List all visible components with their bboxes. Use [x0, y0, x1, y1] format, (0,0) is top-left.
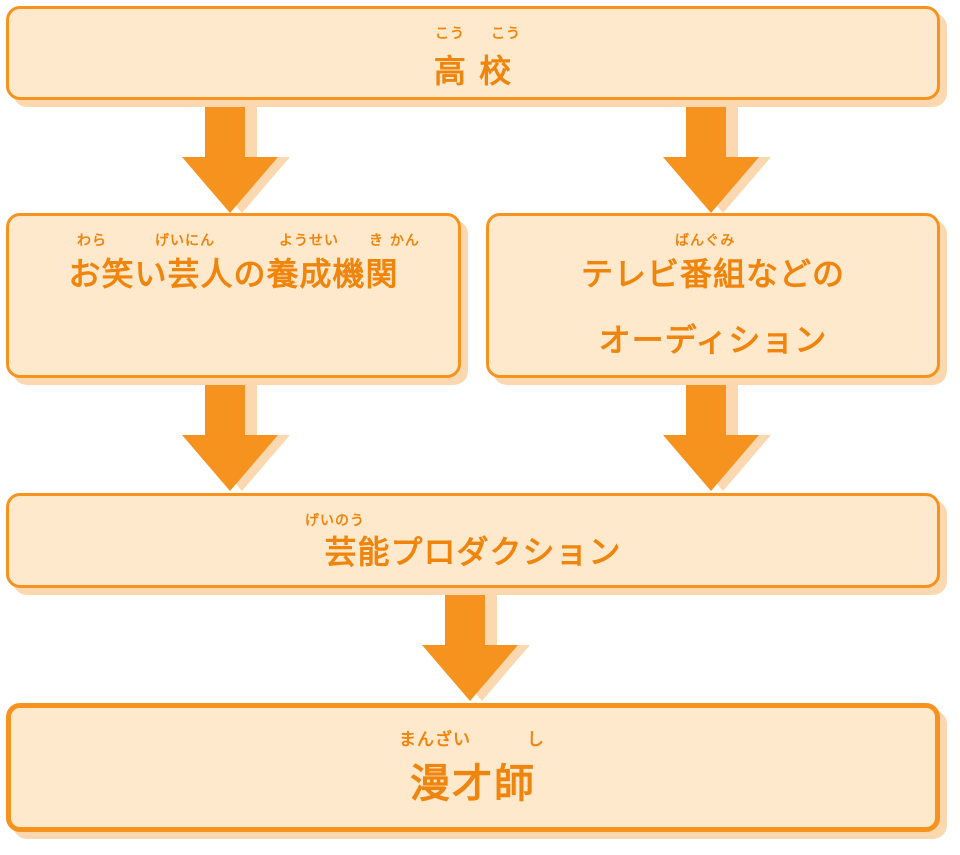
ruby-geinin: げいにん — [155, 233, 215, 249]
arrow-high-school-to-tv-audition — [659, 100, 771, 215]
arrow-high-school-to-comedy-school — [178, 100, 290, 215]
arrow-tv-audition-to-agency — [659, 378, 771, 493]
ruby-manzai: まんざい — [399, 730, 471, 750]
ruby-yousei: ようせい — [279, 233, 339, 249]
ruby-bangumi: ばんぐみ — [675, 233, 736, 249]
ruby-warai: わら — [77, 233, 107, 249]
ruby-kou-2: こう — [491, 26, 521, 42]
node-agency-label: 芸能プロダクション — [324, 533, 622, 571]
node-comedy-school: わら げいにん ようせい き かん お笑い芸人の養成機関 — [6, 213, 461, 378]
node-manzai: まんざい し 漫才師 — [6, 703, 940, 832]
ruby-kou-1: こう — [435, 26, 465, 42]
node-tv-audition: ばんぐみ テレビ番組などの オーディション — [486, 213, 940, 378]
node-agency: げいのう 芸能プロダクション — [6, 493, 940, 588]
ruby-geinou: げいのう — [305, 513, 365, 529]
node-high-school-label: 高 校 — [433, 52, 513, 90]
node-manzai-label: 漫才師 — [410, 761, 536, 807]
ruby-shi: し — [527, 730, 545, 750]
node-high-school: こう こう 高 校 — [6, 6, 940, 100]
node-tv-audition-label-line2: オーディション — [598, 321, 828, 359]
arrow-comedy-school-to-agency — [178, 378, 290, 493]
ruby-kikan: き かん — [369, 233, 420, 249]
arrow-agency-to-manzai — [418, 588, 530, 703]
node-tv-audition-label-line1: テレビ番組などの — [580, 255, 845, 293]
node-comedy-school-label: お笑い芸人の養成機関 — [68, 255, 399, 293]
